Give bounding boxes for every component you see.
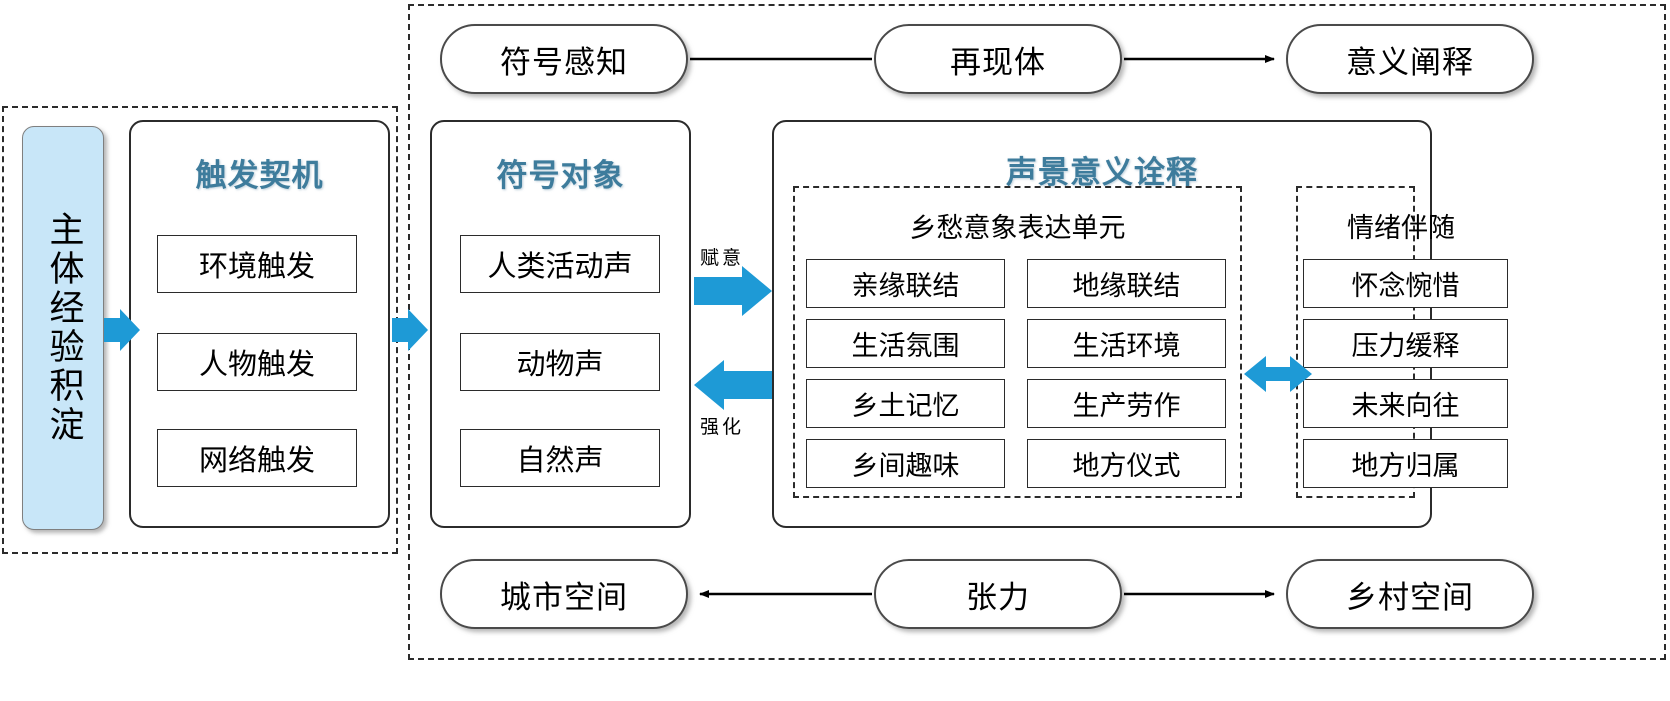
- trigger-panel-title: 触发契机: [195, 158, 324, 194]
- nostalgia-left-item-0[interactable]: 亲缘联结: [806, 259, 1005, 308]
- nostalgia-group: 乡愁意象表达单元: [793, 186, 1242, 498]
- bottom-node-1[interactable]: 张力: [874, 559, 1122, 629]
- top-node-0[interactable]: 符号感知: [440, 24, 688, 94]
- emotion-group-title: 情绪伴随: [1347, 213, 1455, 244]
- interpretation-panel-title: 声景意义诠释: [1006, 155, 1198, 191]
- emotion-item-3[interactable]: 地方归属: [1303, 439, 1508, 488]
- emotion-item-1[interactable]: 压力缓释: [1303, 319, 1508, 368]
- trigger-item-0[interactable]: 环境触发: [157, 235, 357, 293]
- nostalgia-right-item-1[interactable]: 生活环境: [1027, 319, 1226, 368]
- nostalgia-right-item-3[interactable]: 地方仪式: [1027, 439, 1226, 488]
- sign-object-item-1[interactable]: 动物声: [460, 333, 660, 391]
- top-node-1[interactable]: 再现体: [874, 24, 1122, 94]
- edge-label-backward: 强化: [700, 416, 745, 438]
- bottom-node-2[interactable]: 乡村空间: [1286, 559, 1534, 629]
- top-node-2[interactable]: 意义阐释: [1286, 24, 1534, 94]
- emotion-item-2[interactable]: 未来向往: [1303, 379, 1508, 428]
- trigger-item-2[interactable]: 网络触发: [157, 429, 357, 487]
- nostalgia-right-item-2[interactable]: 生产劳作: [1027, 379, 1226, 428]
- nostalgia-left-item-2[interactable]: 乡土记忆: [806, 379, 1005, 428]
- nostalgia-left-item-3[interactable]: 乡间趣味: [806, 439, 1005, 488]
- sign-object-panel-title: 符号对象: [496, 158, 625, 194]
- sign-object-item-2[interactable]: 自然声: [460, 429, 660, 487]
- trigger-item-1[interactable]: 人物触发: [157, 333, 357, 391]
- nostalgia-group-title: 乡愁意象表达单元: [909, 213, 1126, 244]
- subject-experience-label: 主体经验积淀: [43, 211, 84, 445]
- edge-label-forward: 赋意: [700, 247, 745, 269]
- nostalgia-right-item-0[interactable]: 地缘联结: [1027, 259, 1226, 308]
- nostalgia-left-item-1[interactable]: 生活氛围: [806, 319, 1005, 368]
- subject-experience-box: 主体经验积淀: [22, 126, 104, 530]
- bottom-node-0[interactable]: 城市空间: [440, 559, 688, 629]
- sign-object-item-0[interactable]: 人类活动声: [460, 235, 660, 293]
- emotion-item-0[interactable]: 怀念惋惜: [1303, 259, 1508, 308]
